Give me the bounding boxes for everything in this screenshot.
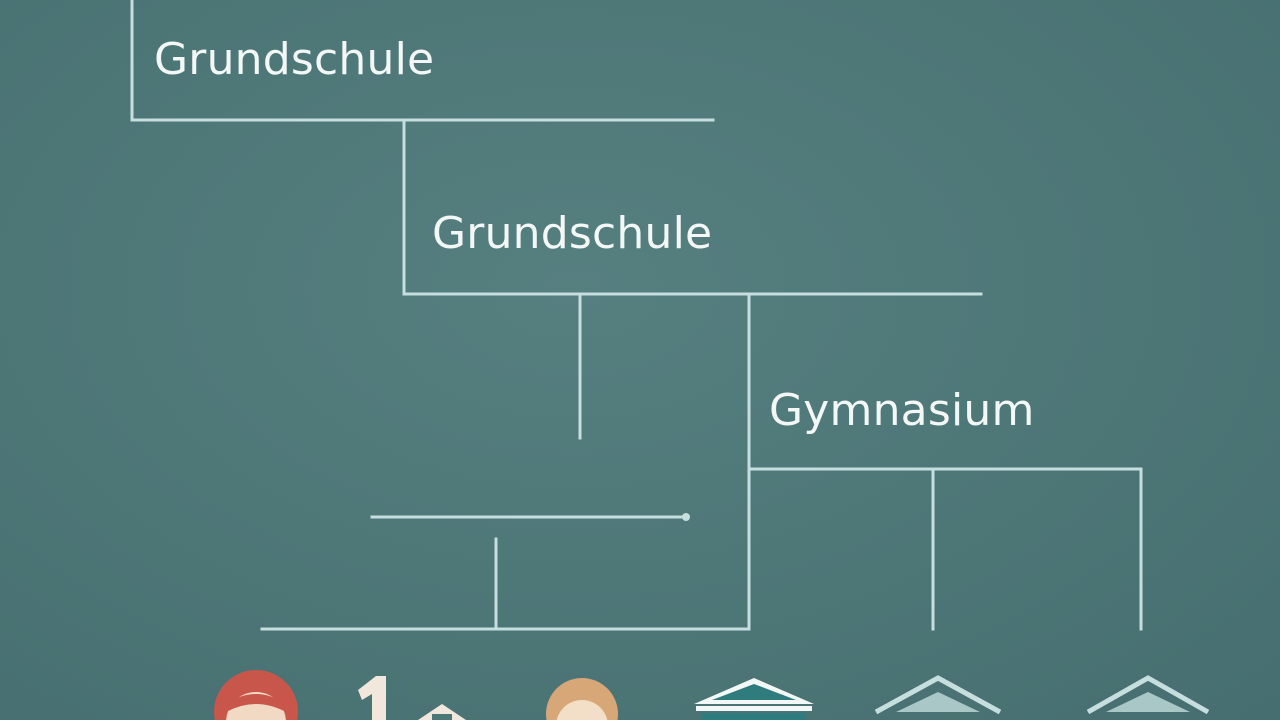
roof-outline-icon — [1086, 675, 1210, 715]
school-building-icon — [694, 678, 814, 720]
label-gymnasium: Gymnasium — [769, 385, 1035, 436]
girl-face-icon — [214, 670, 298, 720]
connector-level-2 — [402, 118, 983, 296]
label-grundschule-top: Grundschule — [154, 34, 435, 85]
roof-outline-icon — [874, 675, 1002, 715]
child-face-icon — [546, 678, 618, 720]
number-one-house-icon — [358, 676, 466, 720]
connector-end-dot — [682, 513, 690, 521]
label-grundschule-middle: Grundschule — [432, 208, 713, 259]
connector-level-1 — [130, 0, 715, 122]
connector-gymnasium — [750, 467, 1143, 631]
